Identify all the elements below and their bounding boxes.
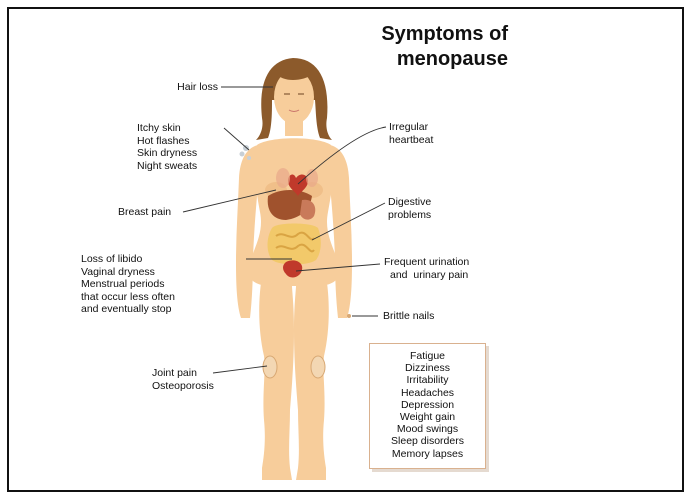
label-urination-group: Frequent urination and urinary pain: [384, 256, 469, 281]
label-line: Digestive: [388, 196, 431, 209]
label-joint-group: Joint pain Osteoporosis: [152, 367, 214, 392]
label-line: Hair loss: [150, 81, 218, 94]
label-line: Menstrual periods: [81, 278, 175, 291]
list-item: Dizziness: [370, 362, 485, 374]
nail-tip: [347, 314, 351, 318]
general-symptoms-box: Fatigue Dizziness Irritability Headaches…: [369, 343, 486, 469]
label-line: Hot flashes: [137, 135, 197, 148]
title-line-2: menopause: [318, 47, 508, 72]
label-line: Frequent urination: [384, 256, 469, 269]
knees: [263, 356, 325, 378]
label-line: problems: [388, 209, 431, 222]
label-line: Skin dryness: [137, 147, 197, 160]
label-line: Joint pain: [152, 367, 214, 380]
label-libido-group: Loss of libido Vaginal dryness Menstrual…: [81, 253, 175, 316]
label-line: and urinary pain: [384, 269, 469, 282]
label-line: Night sweats: [137, 160, 197, 173]
label-line: Irregular: [389, 121, 433, 134]
label-line: Osteoporosis: [152, 380, 214, 393]
label-line: that occur less often: [81, 291, 175, 304]
label-line: Vaginal dryness: [81, 266, 175, 279]
label-line: heartbeat: [389, 134, 433, 147]
label-hair-loss: Hair loss: [150, 81, 218, 94]
label-breast-pain: Breast pain: [118, 206, 171, 219]
list-item: Sleep disorders: [370, 435, 485, 447]
list-item: Irritability: [370, 374, 485, 386]
label-line: Itchy skin: [137, 122, 197, 135]
intestines: [268, 224, 321, 265]
list-item: Memory lapses: [370, 448, 485, 460]
label-line: Breast pain: [118, 206, 171, 219]
list-item: Weight gain: [370, 411, 485, 423]
list-item: Depression: [370, 399, 485, 411]
list-item: Mood swings: [370, 423, 485, 435]
label-line: Loss of libido: [81, 253, 175, 266]
diagram-title: Symptoms of menopause: [318, 22, 508, 72]
label-heart-group: Irregular heartbeat: [389, 121, 433, 146]
list-item: Fatigue: [370, 350, 485, 362]
list-item: Headaches: [370, 387, 485, 399]
label-line: and eventually stop: [81, 303, 175, 316]
label-line: Brittle nails: [383, 310, 434, 323]
label-brittle-nails: Brittle nails: [383, 310, 434, 323]
general-symptoms-list: Fatigue Dizziness Irritability Headaches…: [370, 344, 485, 460]
title-line-1: Symptoms of: [318, 22, 508, 47]
label-digestive-group: Digestive problems: [388, 196, 431, 221]
label-skin-group: Itchy skin Hot flashes Skin dryness Nigh…: [137, 122, 197, 172]
